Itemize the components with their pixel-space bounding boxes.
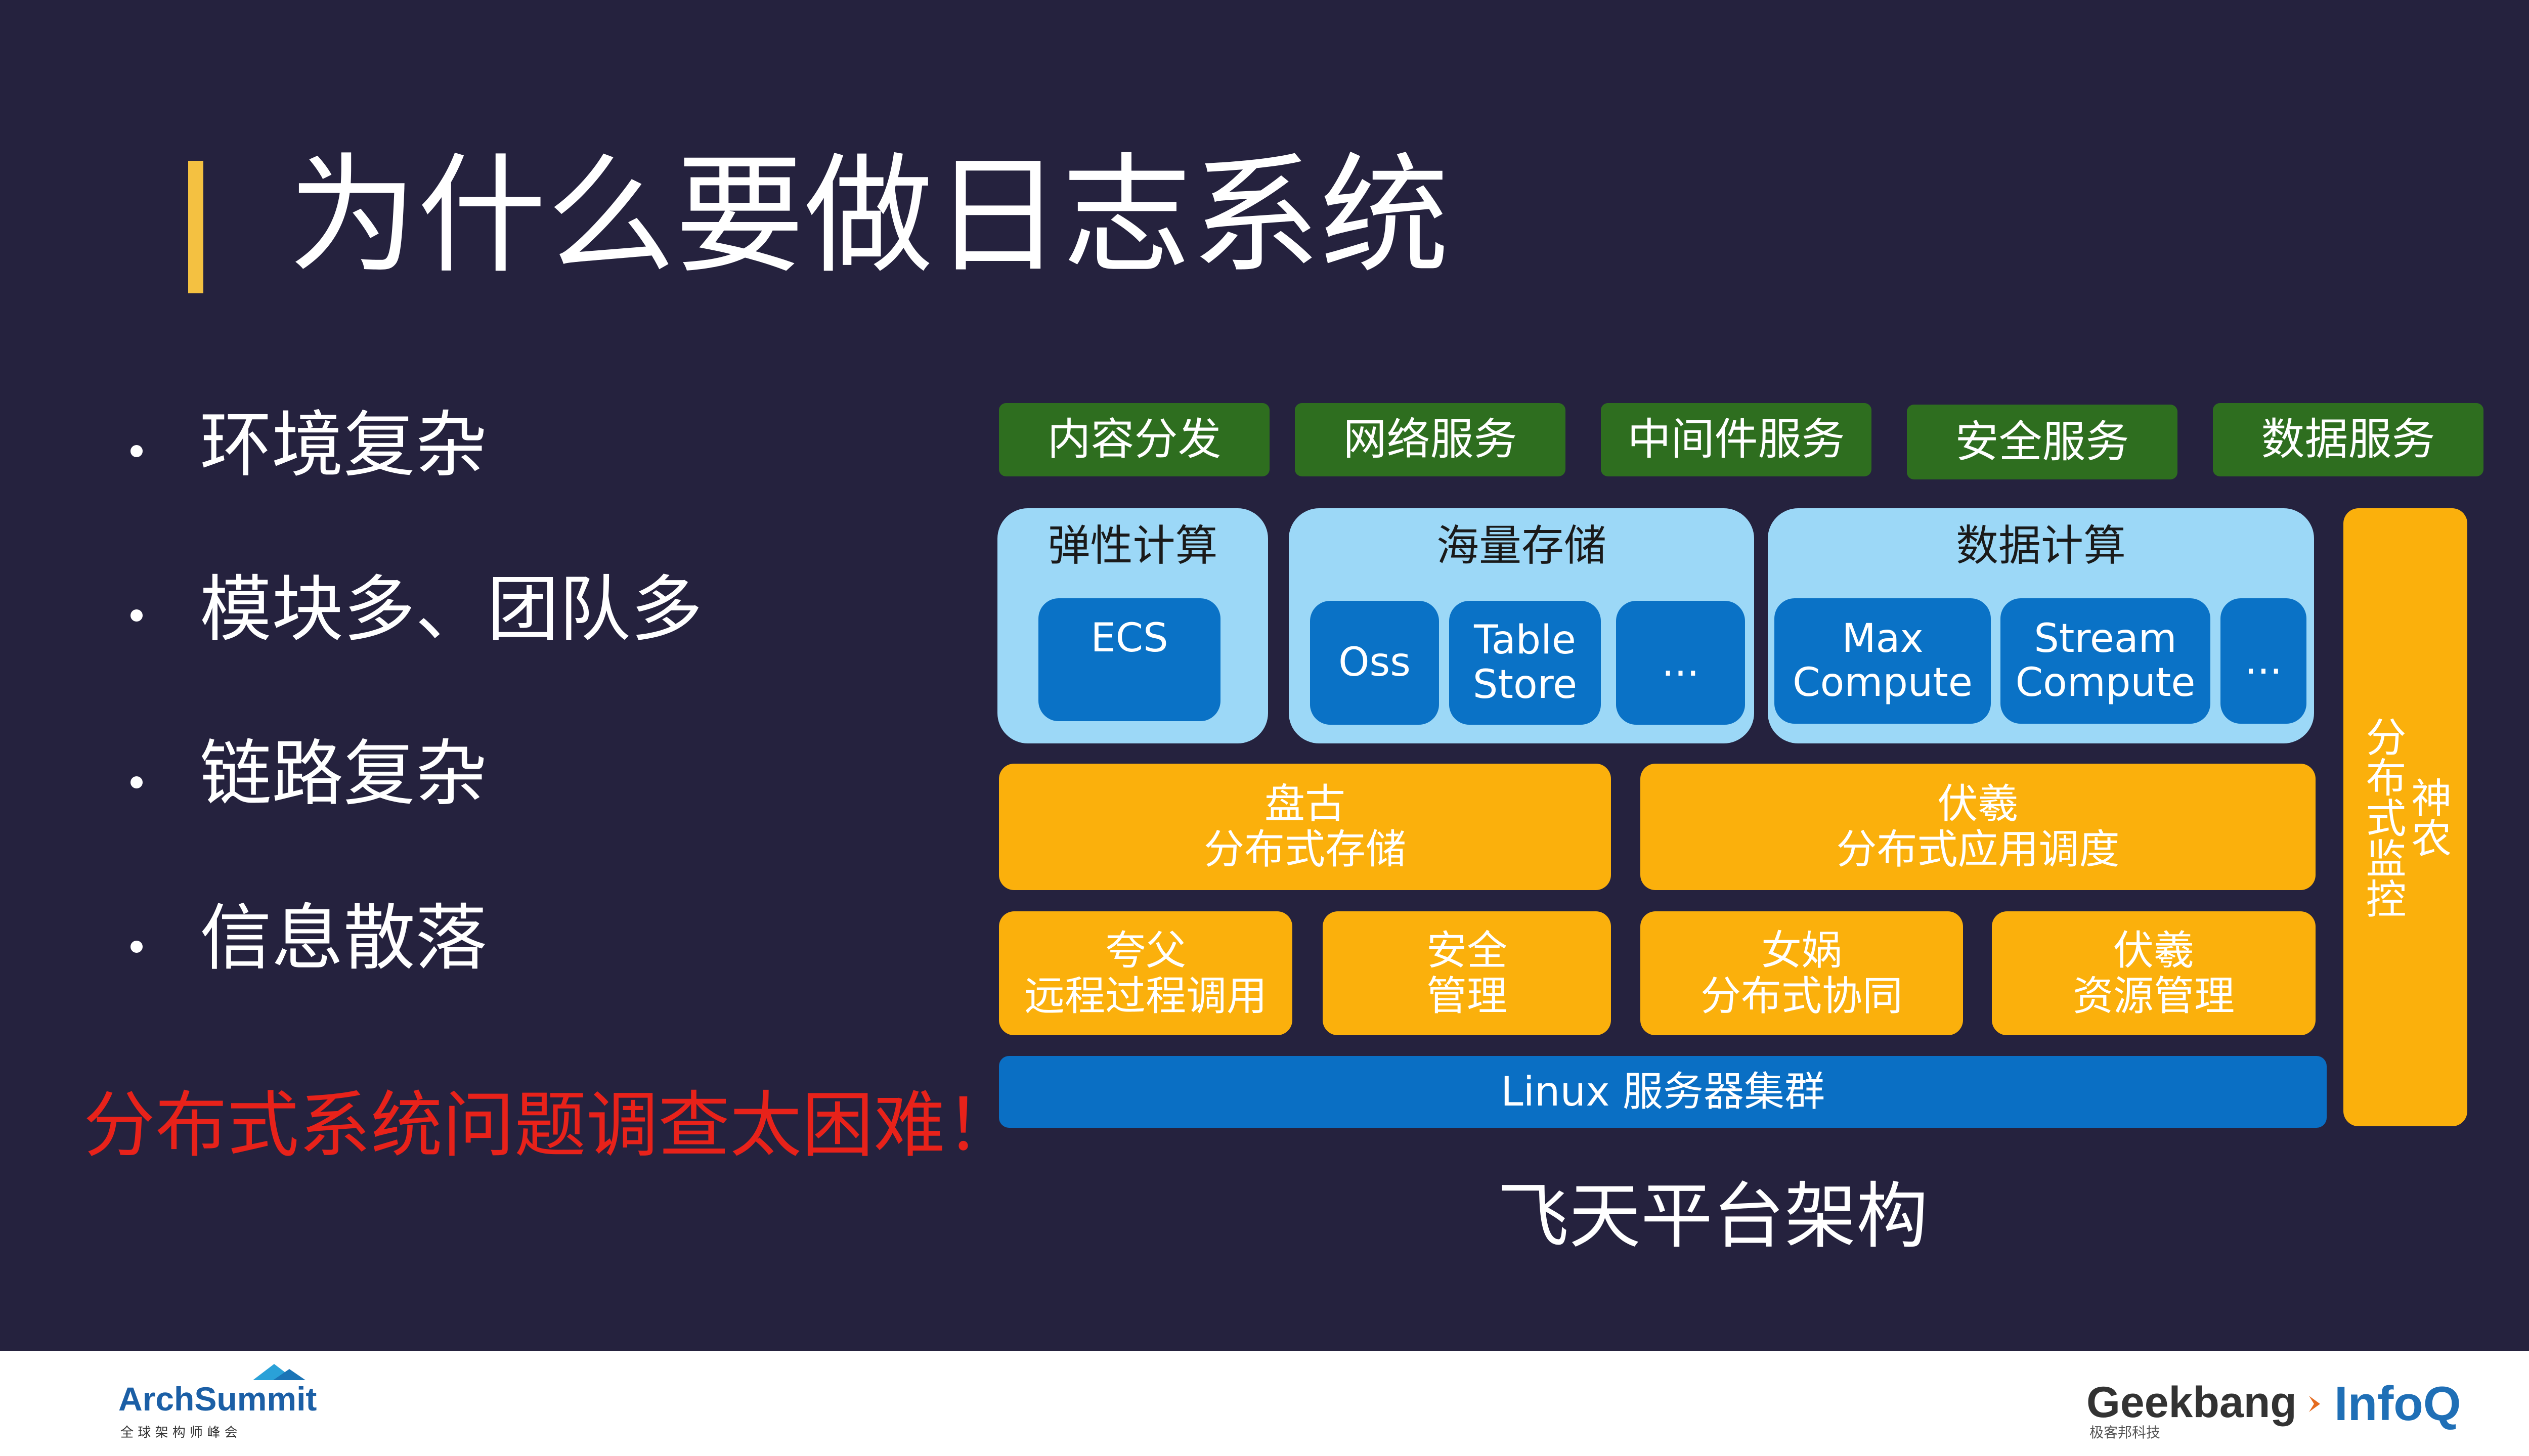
service-box: 网络服务 [1295, 403, 1565, 476]
slide-title: 为什么要做日志系统 [288, 141, 1450, 291]
pangu-box: 盘古 分布式存储 [999, 764, 1611, 890]
component-name: 女娲 [1761, 926, 1842, 974]
fuxi-resource-box: 伏羲 资源管理 [1992, 911, 2316, 1035]
service-box: 数据服务 [2213, 403, 2483, 476]
panel-title: 数据计算 [1955, 521, 2126, 570]
mountain-icon [273, 1369, 306, 1380]
ecs-box: ECS [1038, 598, 1220, 721]
component-name: 盘古 [1264, 780, 1345, 828]
component-desc: 管理 [1426, 972, 1507, 1020]
chevron-right-icon [2309, 1396, 2320, 1412]
bullet-item: 环境复杂 [200, 404, 487, 487]
service-box: 中间件服务 [1601, 403, 1871, 476]
component-name: 神农 [2405, 777, 2452, 858]
stream-compute-box: Stream Compute [2000, 598, 2210, 724]
bullet-dot [130, 609, 143, 622]
footer-bar [0, 1351, 2529, 1456]
bullet-item: 模块多、团队多 [200, 568, 703, 651]
bullet-item: 链路复杂 [200, 732, 487, 816]
bullet-dot [130, 776, 143, 788]
infoq-text: InfoQ [2334, 1377, 2461, 1431]
shennong-box: 神农 分布式监控 [2343, 508, 2467, 1126]
component-desc: 资源管理 [2073, 972, 2235, 1020]
archsummit-logo: ArchSummit 全 球 架 构 师 峰 会 [118, 1364, 317, 1440]
component-desc: 分布式协同 [1700, 972, 1903, 1020]
component-name: 夸父 [1105, 926, 1186, 974]
bullet-item: 信息散落 [200, 897, 487, 980]
component-name: 安全 [1426, 926, 1507, 974]
title-accent-bar [188, 161, 203, 293]
panel-title: 弹性计算 [1048, 521, 1218, 570]
kuafu-box: 夸父 远程过程调用 [999, 911, 1292, 1035]
geekbang-text: Geekbang [2086, 1378, 2297, 1427]
geekbang-infoq-logo: Geekbang 极客邦科技 InfoQ [2086, 1377, 2461, 1441]
nuwa-box: 女娲 分布式协同 [1640, 911, 1963, 1035]
bullet-dot [130, 445, 143, 457]
component-desc: 分布式应用调度 [1836, 826, 2120, 873]
service-box: 安全服务 [1907, 405, 2177, 479]
storage-more-box: ... [1616, 601, 1745, 725]
component-desc: 分布式存储 [1204, 826, 1406, 873]
linux-cluster-bar: Linux 服务器集群 [999, 1056, 2327, 1128]
service-box: 内容分发 [999, 403, 1270, 476]
geekbang-subtext: 极客邦科技 [2089, 1424, 2160, 1441]
component-name: 伏羲 [1937, 780, 2019, 828]
component-desc: 远程过程调用 [1024, 972, 1267, 1020]
oss-box: Oss [1310, 601, 1439, 725]
security-mgmt-box: 安全 管理 [1323, 911, 1611, 1035]
fuxi-scheduler-box: 伏羲 分布式应用调度 [1640, 764, 2316, 890]
logo-subtext: 全 球 架 构 师 峰 会 [120, 1425, 238, 1440]
bullet-dot [130, 941, 143, 953]
warning-text: 分布式系统问题调查太困难！ [83, 1084, 1017, 1167]
max-compute-box: Max Compute [1774, 598, 1991, 724]
component-desc: 分布式监控 [2359, 716, 2407, 918]
panel-title: 海量存储 [1436, 521, 1606, 570]
table-store-box: Table Store [1449, 601, 1601, 725]
component-name: 伏羲 [2113, 926, 2194, 974]
diagram-caption: 飞天平台架构 [1497, 1175, 1928, 1258]
compute-more-box: ... [2220, 598, 2306, 724]
side-text: 神农 分布式监控 [2359, 716, 2452, 918]
logo-text: ArchSummit [118, 1380, 317, 1418]
